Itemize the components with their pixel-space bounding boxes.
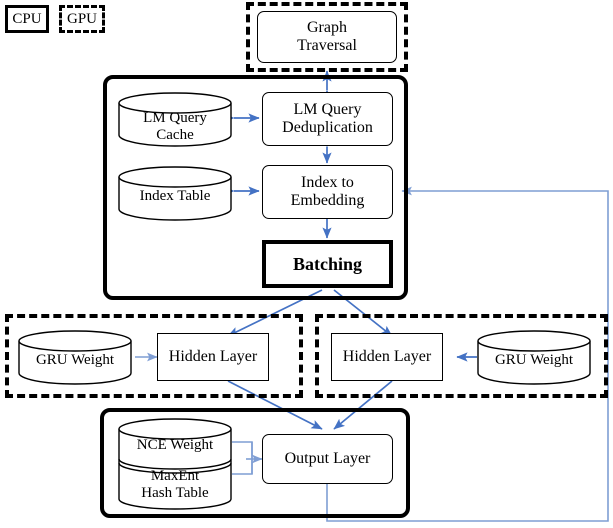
node-maxent-hash-table-label: MaxEnt Hash Table (141, 468, 209, 501)
cylinder-shape (118, 92, 232, 147)
legend-gpu-chip: GPU (59, 5, 105, 33)
node-index-table-label: Index Table (139, 188, 211, 204)
cylinder-shape (118, 166, 232, 221)
node-hidden-layer-left[interactable]: Hidden Layer (157, 333, 269, 381)
node-batching[interactable]: Batching (262, 240, 393, 288)
legend-gpu-label: GPU (66, 10, 97, 27)
node-hidden-layer-left-label: Hidden Layer (168, 348, 258, 366)
node-graph-traversal[interactable]: Graph Traversal (257, 11, 397, 63)
node-gru-weight-right-label: GRU Weight (494, 352, 574, 368)
cpu-container-frontend (103, 75, 408, 300)
node-output-layer-label: Output Layer (284, 450, 371, 468)
node-nce-weight-label: NCE Weight (136, 437, 214, 453)
cylinder-shape (477, 330, 591, 385)
node-batching-label: Batching (292, 253, 362, 274)
gpu-container-hidden-right (315, 314, 608, 398)
cylinder-shape (18, 330, 132, 385)
legend-cpu-chip: CPU (5, 5, 49, 33)
gpu-container-hidden-left (5, 314, 303, 398)
cylinder-stack-shape (118, 418, 232, 510)
node-hidden-layer-right[interactable]: Hidden Layer (331, 333, 443, 381)
gpu-container-graph-traversal (246, 2, 408, 72)
legend-cpu-label: CPU (12, 10, 42, 27)
node-lm-query-deduplication-label: LM Query Deduplication (282, 101, 373, 136)
node-lm-query-cache-label: LM Query Cache (143, 110, 207, 143)
node-gru-weight-left[interactable]: GRU Weight (18, 330, 132, 385)
node-graph-traversal-label: Graph Traversal (297, 19, 357, 54)
node-gru-weight-left-label: GRU Weight (35, 352, 115, 368)
cpu-container-output (100, 408, 410, 518)
node-lm-query-cache[interactable]: LM Query Cache (118, 92, 232, 147)
node-index-to-embedding[interactable]: Index to Embedding (262, 165, 393, 219)
node-index-table[interactable]: Index Table (118, 166, 232, 221)
node-lm-query-deduplication[interactable]: LM Query Deduplication (262, 92, 393, 146)
node-index-to-embedding-label: Index to Embedding (290, 174, 365, 209)
node-output-layer[interactable]: Output Layer (262, 434, 393, 484)
node-gru-weight-right[interactable]: GRU Weight (477, 330, 591, 385)
node-weight-stack[interactable]: NCE Weight MaxEnt Hash Table (118, 418, 232, 510)
node-hidden-layer-right-label: Hidden Layer (342, 348, 432, 366)
